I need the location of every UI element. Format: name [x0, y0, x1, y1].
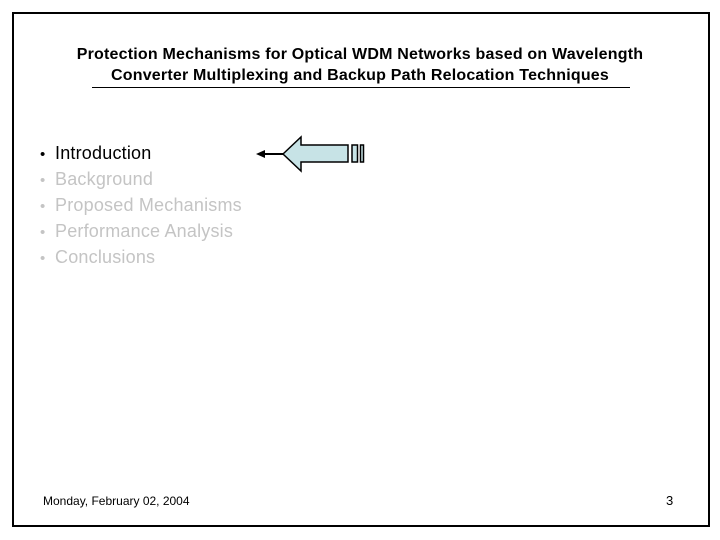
page-number: 3 — [666, 493, 674, 508]
bullet-item-background: Background — [40, 167, 242, 193]
slide-title-line2: Converter Multiplexing and Backup Path R… — [111, 67, 609, 84]
block-arrow-stripe-2 — [359, 144, 365, 163]
bullet-item-proposed-mechanisms: Proposed Mechanisms — [40, 193, 242, 219]
title-underline-rule — [92, 87, 630, 88]
bullet-item-conclusions: Conclusions — [40, 245, 242, 271]
slide-title-line1: Protection Mechanisms for Optical WDM Ne… — [76, 46, 644, 63]
pointer-line-arrowhead — [256, 150, 265, 158]
agenda-bullet-list: Introduction Background Proposed Mechani… — [40, 141, 242, 271]
slide-title: Protection Mechanisms for Optical WDM Ne… — [0, 44, 720, 86]
block-arrow-body — [281, 135, 349, 173]
bullet-item-performance-analysis: Performance Analysis — [40, 219, 242, 245]
bullet-item-introduction: Introduction — [40, 141, 242, 167]
striped-left-arrow-icon — [256, 135, 365, 173]
footer-date: Monday, February 02, 2004 — [43, 494, 190, 508]
block-arrow-stripe-1 — [351, 144, 359, 163]
